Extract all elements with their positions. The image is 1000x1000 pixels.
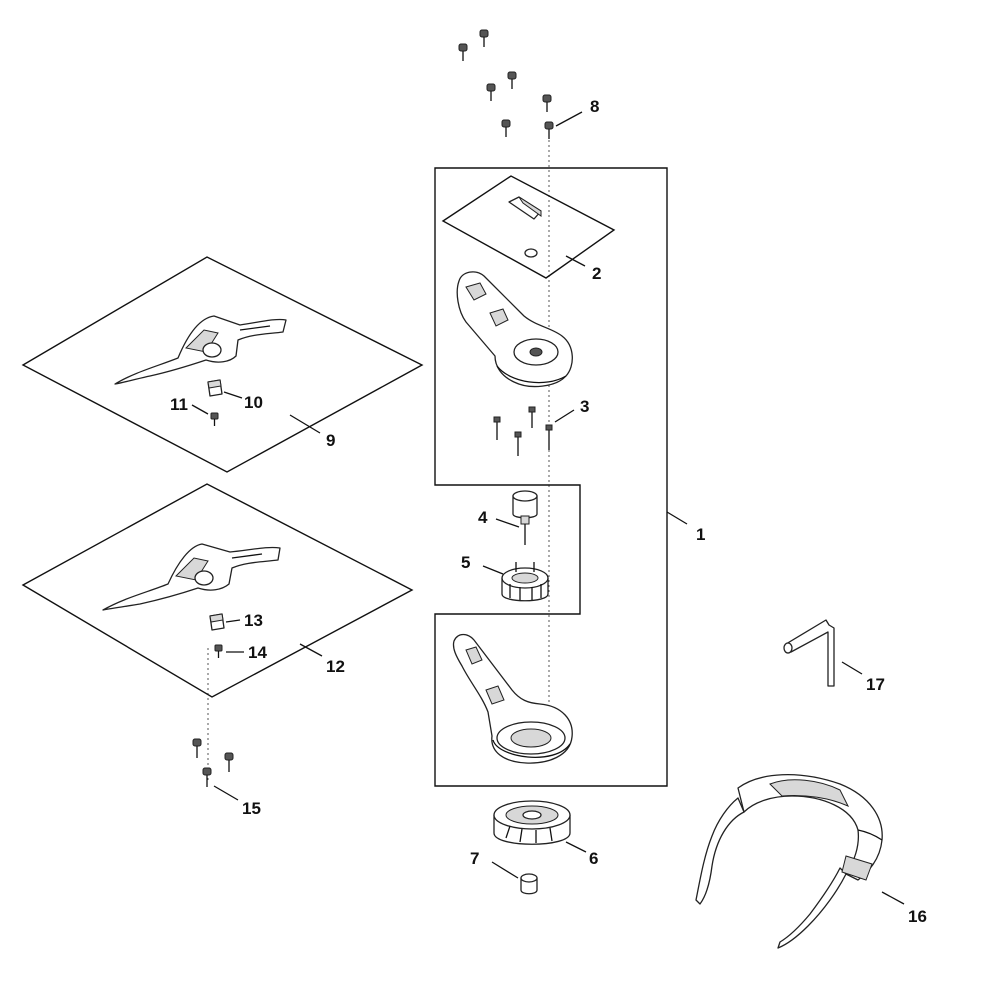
part-7-nut: [520, 873, 538, 895]
part-11-screw: [210, 412, 219, 426]
part-6-cap: [493, 800, 571, 845]
kit-9-bag: [21, 256, 424, 473]
kit-12-bag: [21, 483, 414, 698]
callout-5: 5: [461, 553, 470, 572]
part-13-clip: [209, 613, 225, 631]
lever-part-9: [114, 315, 287, 385]
screws-part-3: [493, 406, 553, 456]
callout-2: 2: [592, 264, 601, 283]
part-4-shaft: [512, 490, 538, 545]
lower-housing: [452, 633, 573, 764]
callout-10: 10: [244, 393, 263, 412]
leader-6: [565, 841, 587, 853]
callout-11: 11: [170, 395, 188, 414]
leader-11: [191, 404, 209, 415]
part-10-clip: [207, 379, 223, 397]
callout-1: 1: [696, 525, 705, 544]
part-14-screw: [214, 644, 223, 658]
leader-5: [482, 565, 504, 575]
callout-12: 12: [326, 657, 345, 676]
callout-15: 15: [242, 799, 261, 818]
kit-1-frame: [434, 167, 668, 787]
leader-15: [213, 785, 239, 801]
kit-2-bag: [441, 175, 616, 279]
callout-13: 13: [244, 611, 263, 630]
callout-8: 8: [590, 97, 599, 116]
leader-1: [666, 511, 688, 525]
part-2-clip: [508, 196, 542, 220]
upper-housing: [456, 271, 573, 388]
callout-16: 16: [908, 907, 927, 926]
leader-16: [881, 891, 905, 905]
leader-3: [554, 409, 575, 423]
leader-2: [565, 255, 586, 267]
callout-7: 7: [470, 849, 479, 868]
callout-6: 6: [589, 849, 598, 868]
part-17-hex-key: [783, 619, 835, 687]
lever-part-12: [102, 543, 281, 611]
leader-13: [225, 619, 241, 623]
callout-3: 3: [580, 397, 589, 416]
leader-8: [555, 111, 583, 127]
callout-4: 4: [478, 508, 488, 527]
leader-4: [495, 518, 520, 528]
part-2-washer: [524, 248, 538, 258]
leader-17: [841, 661, 863, 675]
leader-12: [299, 643, 323, 657]
callout-9: 9: [326, 431, 335, 450]
part-5-gear: [501, 562, 549, 602]
callout-14: 14: [248, 643, 267, 662]
callout-17: 17: [866, 675, 885, 694]
part-16-safety-glasses: [695, 773, 883, 949]
screws-part-8: [458, 29, 554, 139]
screws-part-15: [192, 738, 234, 787]
leader-10: [223, 391, 243, 399]
leader-7: [491, 861, 519, 879]
leader-9: [289, 414, 321, 434]
